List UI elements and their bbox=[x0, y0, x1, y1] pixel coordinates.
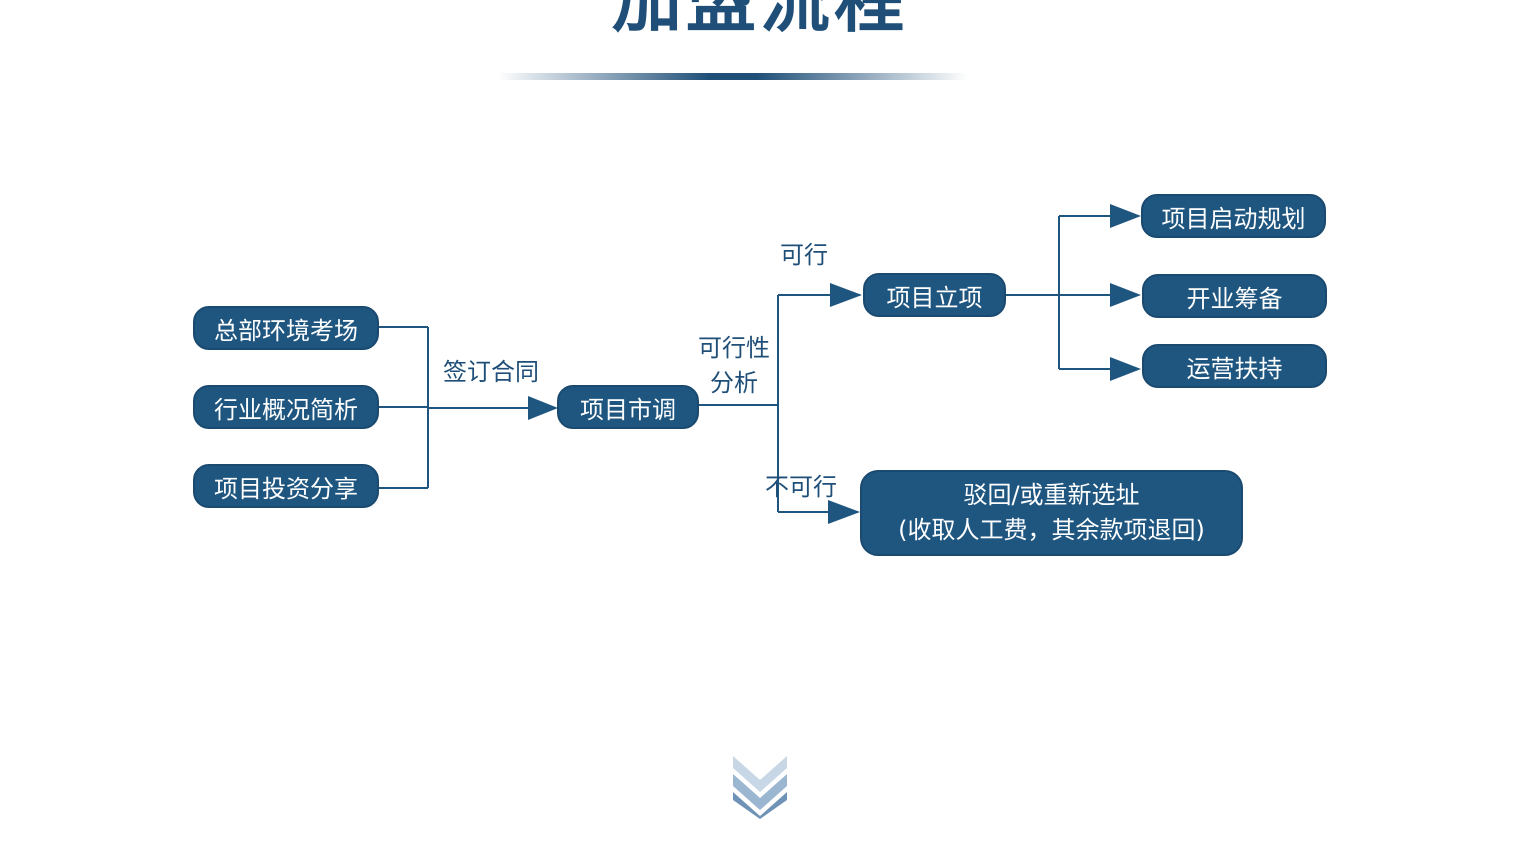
arrowhead-setup bbox=[830, 283, 862, 307]
reject-line-2: (收取人工费，其余款项退回) bbox=[898, 516, 1205, 544]
double-chevron-down-icon bbox=[733, 756, 787, 819]
node-industry-overview: 行业概况简析 bbox=[193, 385, 379, 429]
node-operation-support: 运营扶持 bbox=[1142, 344, 1327, 388]
arrowhead-market-research bbox=[528, 396, 558, 420]
node-opening-prep: 开业筹备 bbox=[1142, 274, 1327, 318]
arrowhead-output-2 bbox=[1110, 283, 1141, 307]
arrowhead-reject bbox=[828, 500, 860, 524]
arrowhead-output-3 bbox=[1110, 357, 1141, 381]
node-launch-planning: 项目启动规划 bbox=[1141, 194, 1326, 238]
node-hq-environment: 总部环境考场 bbox=[193, 306, 379, 350]
label-feasibility: 可行性 分析 bbox=[688, 331, 780, 401]
arrowhead-output-1 bbox=[1110, 204, 1141, 228]
node-reject: 驳回/或重新选址 (收取人工费，其余款项退回) bbox=[860, 470, 1243, 556]
label-feasibility-line-1: 可行性 bbox=[698, 334, 770, 362]
label-sign-contract: 签订合同 bbox=[443, 358, 539, 386]
node-market-research: 项目市调 bbox=[557, 385, 699, 429]
label-infeasible: 不可行 bbox=[765, 473, 837, 501]
page-title: 加盟流程 bbox=[612, 0, 908, 42]
node-project-setup: 项目立项 bbox=[863, 273, 1006, 317]
reject-line-1: 驳回/或重新选址 bbox=[963, 481, 1140, 509]
label-feasibility-line-2: 分析 bbox=[710, 369, 758, 397]
title-underline bbox=[498, 73, 968, 80]
node-investment-sharing: 项目投资分享 bbox=[193, 464, 379, 508]
label-feasible: 可行 bbox=[780, 241, 828, 269]
